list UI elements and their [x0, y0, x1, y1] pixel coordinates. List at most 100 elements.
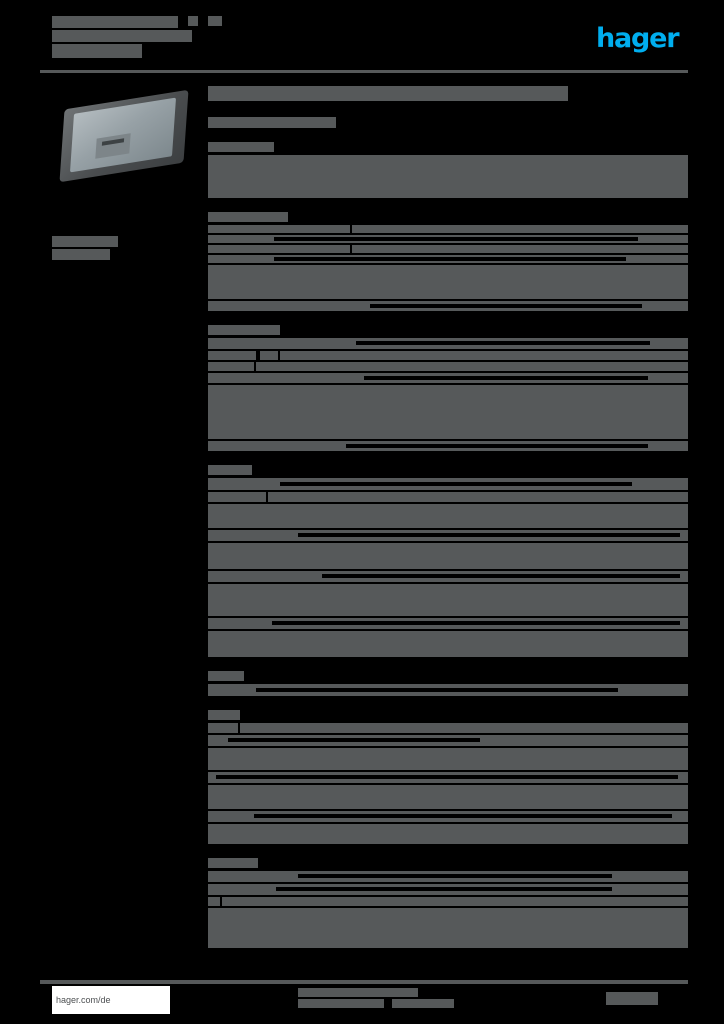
footer-url-link[interactable]: hager.com/de: [52, 986, 170, 1014]
table-row: [208, 584, 688, 616]
spec-section-3-heading: [208, 465, 252, 475]
document-title-mark-1: [188, 16, 198, 26]
row-value: [268, 492, 688, 502]
table-row: [208, 235, 688, 243]
sidebar-caption-line-1: [52, 236, 118, 247]
row-value-gap: [356, 341, 650, 345]
footer-divider: [40, 980, 688, 984]
table-row: [208, 897, 688, 906]
spec-section-0: [208, 142, 688, 198]
spec-section-5: [208, 710, 688, 844]
table-row: [208, 155, 688, 198]
spec-section-5-table: [208, 723, 688, 844]
table-row: [208, 748, 688, 770]
row-value: [240, 723, 688, 733]
table-row: [208, 351, 688, 360]
footer-text-2: [298, 999, 384, 1008]
row-label: [208, 351, 256, 360]
hager-logo-wordmark: hager: [596, 23, 680, 54]
spec-section-6-heading: [208, 858, 258, 868]
product-image: [50, 84, 200, 197]
table-row: [208, 571, 688, 582]
row-label: [208, 723, 238, 733]
table-row: [208, 684, 688, 696]
row-value-gap: [298, 874, 612, 878]
product-subtitle: [208, 117, 336, 128]
table-row: [208, 772, 688, 783]
footer-page-number: [606, 992, 658, 1005]
table-row: [208, 478, 688, 490]
row-value-gap: [254, 814, 672, 818]
table-row: [208, 385, 688, 439]
left-sidebar: [40, 84, 200, 260]
row-value-gap: [272, 621, 680, 625]
spec-section-5-heading: [208, 710, 240, 720]
row-label: [208, 362, 254, 371]
spec-section-3: [208, 465, 688, 657]
table-row: [208, 785, 688, 809]
spec-section-0-table: [208, 155, 688, 198]
table-row: [208, 245, 688, 253]
table-row: [208, 441, 688, 451]
row-value-gap: [364, 376, 648, 380]
row-value-gap: [216, 775, 678, 779]
table-row: [208, 492, 688, 502]
row-value-gap: [298, 533, 680, 537]
table-row: [208, 618, 688, 629]
spec-section-2-heading: [208, 325, 280, 335]
product-title: [208, 86, 568, 101]
row-value-gap: [274, 257, 626, 261]
document-title-line-2: [52, 30, 192, 42]
row-value-gap: [228, 738, 480, 742]
sidebar-caption-line-2: [52, 249, 110, 260]
row-value-gap: [256, 688, 618, 692]
spec-section-1-heading: [208, 212, 288, 222]
row-value: [352, 225, 688, 233]
table-row: [208, 530, 688, 541]
table-row: [208, 255, 688, 263]
spec-section-6-table: [208, 871, 688, 948]
spec-section-6: [208, 858, 688, 948]
table-row: [208, 362, 688, 371]
table-row: [208, 504, 688, 528]
page-footer: hager.com/de: [40, 986, 688, 1016]
table-row: [208, 301, 688, 311]
table-row: [208, 225, 688, 233]
spec-section-4-table: [208, 684, 688, 696]
spec-section-4-heading: [208, 671, 244, 681]
table-row: [208, 824, 688, 844]
table-row: [208, 884, 688, 895]
footer-text-4: [356, 988, 418, 997]
spec-section-1: [208, 212, 688, 311]
table-row: [208, 735, 688, 746]
table-row: [208, 631, 688, 657]
table-row: [208, 871, 688, 882]
row-value-gap: [370, 304, 642, 308]
row-value-gap: [274, 237, 638, 241]
table-row: [208, 265, 688, 299]
table-row: [208, 338, 688, 349]
row-value-gap: [280, 482, 632, 486]
table-row: [208, 723, 688, 733]
specification-column: [208, 86, 688, 948]
row-label: [208, 245, 350, 253]
table-row: [208, 373, 688, 383]
spec-section-2: [208, 325, 688, 451]
row-value: [280, 351, 688, 360]
hager-logo: hager: [596, 23, 682, 54]
spec-section-1-table: [208, 225, 688, 311]
document-title-line-3: [52, 44, 142, 58]
table-row: [208, 543, 688, 569]
table-row: [208, 908, 688, 948]
footer-text-3: [392, 999, 454, 1008]
row-value-gap: [276, 887, 612, 891]
row-label: [208, 225, 350, 233]
row-value: [352, 245, 688, 253]
spec-section-3-table: [208, 478, 688, 657]
row-value: [222, 897, 688, 906]
row-sub-marker: [260, 351, 278, 360]
header-divider: [40, 70, 688, 73]
page-header: hager: [40, 14, 688, 70]
row-label: [208, 492, 266, 502]
